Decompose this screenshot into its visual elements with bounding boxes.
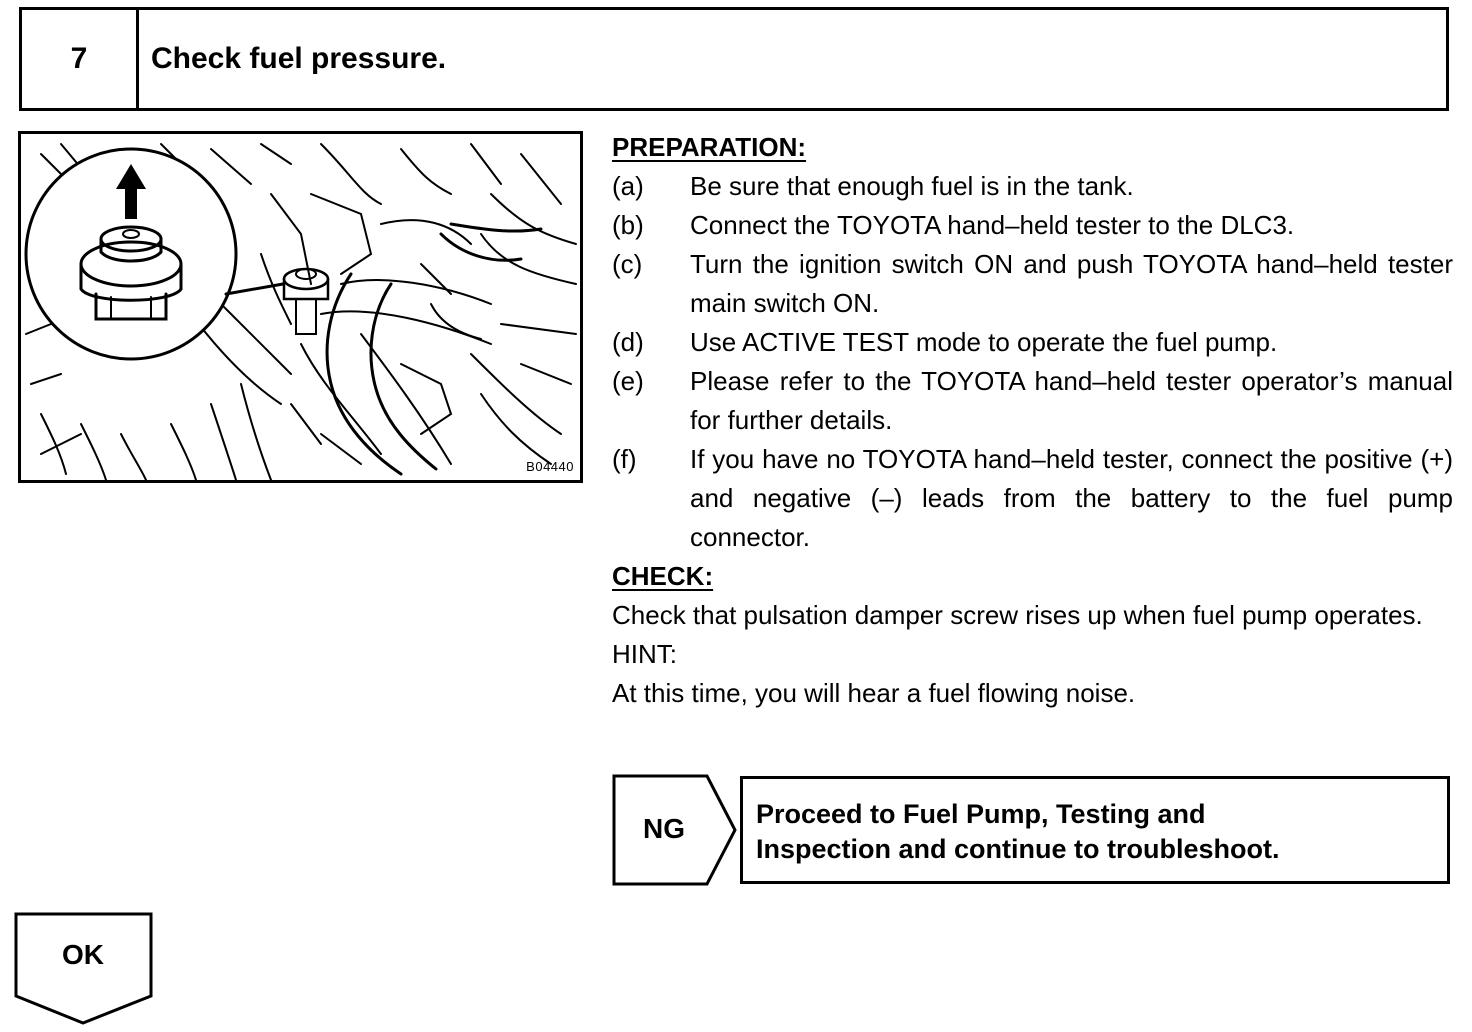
ok-branch: OK: [14, 912, 154, 1027]
instructions: PREPARATION: (a) Be sure that enough fue…: [612, 128, 1453, 713]
preparation-heading: PREPARATION:: [612, 132, 807, 162]
item-text: Use ACTIVE TEST mode to operate the fuel…: [690, 327, 1278, 357]
item-text: Please refer to the TOYOTA hand–held tes…: [690, 366, 1453, 435]
item-letter: (a): [612, 171, 644, 201]
ok-arrow-tab: [14, 912, 153, 1025]
item-text: Connect the TOYOTA hand–held tester to t…: [690, 210, 1295, 240]
preparation-list: (a) Be sure that enough fuel is in the t…: [612, 167, 1453, 557]
item-text: Be sure that enough fuel is in the tank.: [690, 171, 1134, 201]
list-item: (b) Connect the TOYOTA hand–held tester …: [612, 206, 1453, 245]
hint-label: HINT:: [612, 639, 677, 669]
engine-illustration: B04440: [18, 131, 583, 483]
arrow-up-icon: [116, 164, 146, 219]
pulsation-damper-drawing: [24, 143, 577, 480]
item-letter: (c): [612, 249, 643, 279]
figure-code: B04440: [526, 459, 574, 474]
ng-action-line: Inspection and continue to troubleshoot.: [756, 834, 1280, 864]
list-item: (f) If you have no TOYOTA hand–held test…: [612, 440, 1453, 557]
check-text: Check that pulsation damper screw rises …: [612, 600, 1423, 630]
ng-label: NG: [643, 813, 685, 844]
ng-action-line: Proceed to Fuel Pump, Testing and: [756, 799, 1206, 829]
list-item: (d) Use ACTIVE TEST mode to operate the …: [612, 323, 1453, 362]
step-header: 7 Check fuel pressure.: [19, 7, 1449, 111]
item-text: Turn the ignition switch ON and push TOY…: [690, 249, 1453, 318]
ng-action-box: Proceed to Fuel Pump, Testing and Inspec…: [740, 776, 1450, 884]
list-item: (e) Please refer to the TOYOTA hand–held…: [612, 362, 1453, 440]
list-item: (a) Be sure that enough fuel is in the t…: [612, 167, 1453, 206]
item-letter: (b): [612, 210, 644, 240]
step-number: 7: [22, 10, 139, 108]
ng-branch: NG Proceed to Fuel Pump, Testing and Ins…: [612, 774, 1452, 886]
item-letter: (e): [612, 366, 644, 396]
list-item: (c) Turn the ignition switch ON and push…: [612, 245, 1453, 323]
check-heading: CHECK:: [612, 561, 714, 591]
item-text: If you have no TOYOTA hand–held tester, …: [690, 444, 1453, 552]
item-letter: (d): [612, 327, 644, 357]
hint-text: At this time, you will hear a fuel flowi…: [612, 678, 1136, 708]
ok-label: OK: [62, 939, 104, 970]
ng-arrow-tab: [612, 774, 737, 886]
step-title: Check fuel pressure.: [151, 42, 447, 75]
item-letter: (f): [612, 444, 637, 474]
